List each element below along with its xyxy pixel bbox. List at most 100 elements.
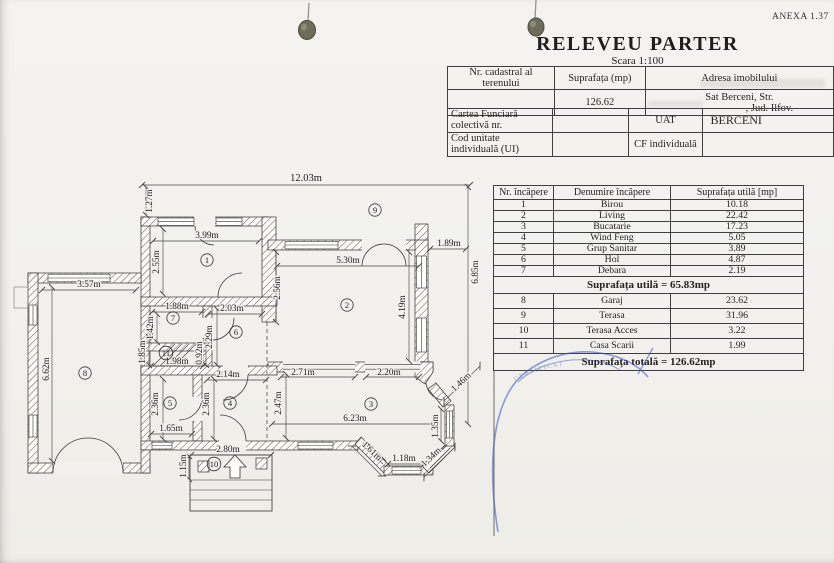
dimension-label: 1.89m xyxy=(437,239,461,249)
dimension-label: 5.30m xyxy=(336,256,360,266)
cell-nr: 10 xyxy=(493,323,554,339)
room-marker: 8 xyxy=(78,366,92,380)
cell-nr: 8 xyxy=(493,293,554,309)
doors-group xyxy=(52,225,443,474)
cell-nr: 4 xyxy=(493,232,554,244)
cell-area: 2.19 xyxy=(670,265,804,277)
staple-icon xyxy=(298,2,316,40)
dimension-lines xyxy=(38,181,481,483)
cell-area: 31.96 xyxy=(670,308,804,324)
dimension-label: 2.03m xyxy=(220,304,244,314)
cell-name: Debara xyxy=(553,265,671,277)
cell-name: Birou xyxy=(553,199,671,211)
page-title: RELEVEU PARTER xyxy=(536,33,739,55)
cell-name: Hol xyxy=(553,254,671,266)
dimension-label: 2.71m xyxy=(291,368,315,378)
cell-name: Casa Scarii xyxy=(553,338,671,354)
room-number: 6 xyxy=(234,327,238,337)
cell-name: Living xyxy=(553,210,671,222)
cf-value xyxy=(701,132,834,157)
dimension-label: 0.92m xyxy=(195,340,205,364)
cell-area: 3.22 xyxy=(670,323,804,339)
dimension-label: 3.57m xyxy=(77,280,101,290)
cell-area: 22.42 xyxy=(670,210,804,222)
dimension-label: 6.23m xyxy=(343,414,367,424)
dimension-label: 1.34m xyxy=(420,445,444,469)
cell-nr: 1 xyxy=(493,199,554,211)
room-number: 3 xyxy=(369,399,373,409)
room-marker: 4 xyxy=(223,396,237,410)
scale-label: Scara 1:100 xyxy=(611,55,664,67)
room-number: 8 xyxy=(83,368,87,378)
table-row: Cod unitate individuală (UI) CF individu… xyxy=(446,132,834,157)
uat-value: BERCENI xyxy=(701,108,834,133)
dimension-label: 1.85m xyxy=(138,339,148,363)
redaction-smudge xyxy=(700,79,825,88)
table-row: Nr. cadastral al terenului Suprafața (mp… xyxy=(447,66,834,90)
cell-name: Wind Feng xyxy=(553,232,671,244)
address-line1: Sat Berceni, Str. xyxy=(705,91,774,103)
cadastral-table-2: Cartea Funciară colectivă nr. UAT BERCEN… xyxy=(446,108,834,157)
room-marker: 6 xyxy=(229,325,243,339)
dimension-label: 12.03m xyxy=(290,173,322,184)
cod-unitate-label: Cod unitate individuală (UI) xyxy=(446,132,554,157)
room-marker: 11 xyxy=(158,345,174,361)
cell-name: Bucatarie xyxy=(553,221,671,233)
dimension-label: 1.61m xyxy=(359,440,383,464)
cell-nr: 7 xyxy=(493,265,554,277)
cell-area: 5.05 xyxy=(670,232,804,244)
dimension-labels: 12.03m 1.27m 3.99m 2.55m 5.30m 2.56m 1.8… xyxy=(41,172,483,479)
room-marker: 10 xyxy=(206,456,222,472)
dimension-label: 2.36m xyxy=(151,391,161,415)
room-number: 4 xyxy=(228,398,233,408)
table-header-row: Nr. încăpere Denumire încăpere Suprafața… xyxy=(493,185,804,200)
table-row: Cartea Funciară colectivă nr. UAT BERCEN… xyxy=(446,108,834,133)
col-header-suprafata: Suprafața (mp) xyxy=(553,66,646,90)
dimension-label: 2.20m xyxy=(377,368,401,378)
entry-steps xyxy=(189,454,273,512)
dimension-label: 1.27m xyxy=(145,188,155,212)
dimension-label: 1.42m xyxy=(146,315,156,339)
dimension-label: 4.19m xyxy=(398,294,408,318)
wall-openings xyxy=(53,216,420,474)
total-row: Suprafața totală = 126.62mp xyxy=(493,353,804,371)
cell-area: 1.99 xyxy=(670,338,804,354)
room-marker: 2 xyxy=(340,298,354,312)
col-header-adresa: Adresa imobilului xyxy=(644,66,834,90)
dimension-label: 2.29m xyxy=(205,324,215,348)
staple-icon xyxy=(527,0,545,37)
dimension-label: 2.14m xyxy=(216,370,240,380)
subtotal-text: Suprafața utilă = 65.83mp xyxy=(493,276,804,294)
dimension-label: 1.46m xyxy=(450,370,474,394)
dimension-label: 2.47m xyxy=(274,390,284,414)
dimension-label: 2.55m xyxy=(152,249,162,273)
redaction-smudge xyxy=(648,101,703,107)
cell-nr: 6 xyxy=(493,254,554,266)
room-number: 1 xyxy=(205,255,209,265)
rooms-table: Nr. încăpere Denumire încăpere Suprafața… xyxy=(493,185,804,371)
column-icon xyxy=(197,460,210,473)
cartea-funciara-label: Cartea Funciară colectivă nr. xyxy=(446,108,554,133)
cell-name: Garaj xyxy=(553,293,671,309)
entry-arrow-icon xyxy=(223,454,247,479)
room-number: 2 xyxy=(345,300,349,310)
uat-label: UAT xyxy=(628,108,703,133)
cod-unitate-value xyxy=(552,132,630,157)
cf-label: CF individuală xyxy=(628,132,703,157)
col-header-cadastral: Nr. cadastral al terenului xyxy=(447,66,555,90)
room-number: 9 xyxy=(373,205,377,215)
cell-area: 3.89 xyxy=(670,243,804,255)
annex-label: ANEXA 1.37 xyxy=(772,12,829,22)
stamp: CERTIFICAT xyxy=(491,347,654,533)
cell-name: Terasa xyxy=(553,308,671,324)
dimension-label: 6.85m xyxy=(471,259,481,283)
